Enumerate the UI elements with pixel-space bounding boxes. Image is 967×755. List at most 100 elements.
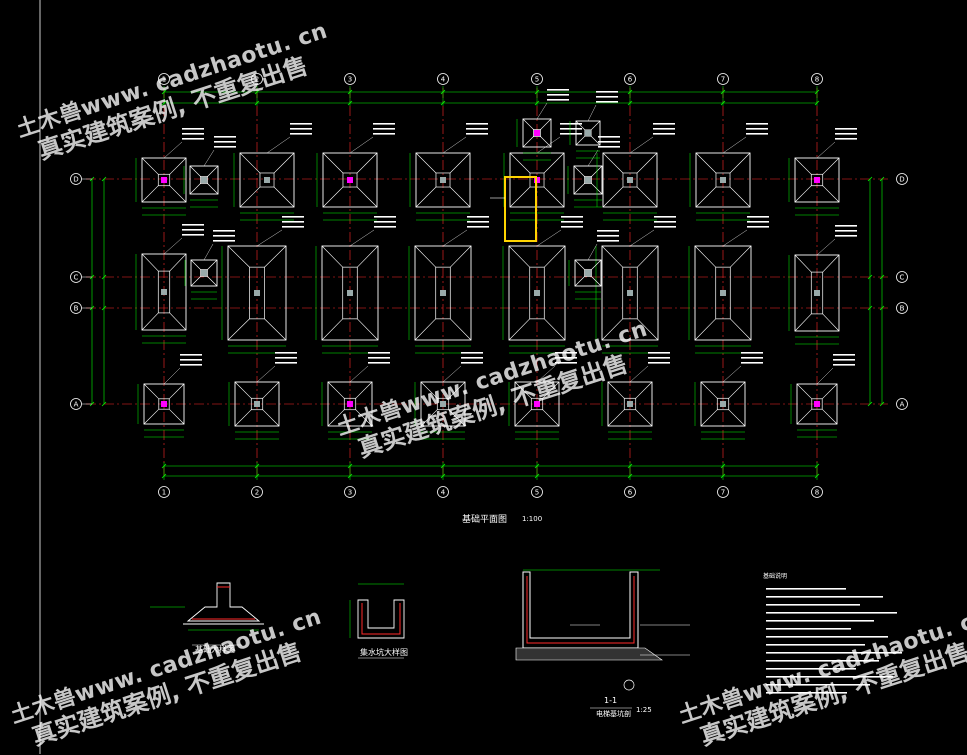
- footing-leader: [536, 229, 562, 247]
- note-line: [766, 620, 874, 622]
- footing-slope-line: [635, 409, 653, 427]
- footing-tag-text: [597, 240, 619, 242]
- footing: [788, 128, 857, 216]
- axis-bubble-label: 6: [628, 76, 633, 84]
- footing-tag-text: [275, 352, 297, 354]
- column: [347, 177, 353, 183]
- footing-leader: [163, 141, 183, 159]
- column: [534, 290, 540, 296]
- footing: [135, 128, 204, 216]
- footing-tag-text: [290, 128, 312, 130]
- footing: [569, 91, 618, 159]
- footing-tag-text: [835, 230, 857, 232]
- axis-bubble-label: D: [899, 176, 904, 184]
- footing: [688, 216, 769, 354]
- footing-slope-line: [509, 186, 531, 208]
- footing-tag-text: [835, 128, 857, 130]
- axis-bubble-B: [70, 302, 82, 314]
- footing-leader: [349, 136, 374, 154]
- footing: [221, 216, 304, 354]
- footing-pedestal: [342, 266, 358, 320]
- footing: [516, 89, 569, 161]
- axis-bubble-label: 5: [535, 76, 539, 84]
- note-line: [766, 692, 847, 694]
- footing-pedestal: [530, 397, 544, 411]
- footing-slope-line: [273, 186, 295, 208]
- footing-slope-line: [794, 254, 812, 273]
- footing-tag-text: [368, 357, 390, 359]
- footing-pedestal: [435, 266, 451, 320]
- footing-tag-text: [213, 235, 235, 237]
- footing-slope-line: [141, 185, 159, 203]
- column: [585, 130, 591, 136]
- footing-leader: [722, 229, 748, 247]
- footing-slope-line: [322, 186, 344, 208]
- footing-pedestal: [622, 266, 638, 320]
- footing-slope-line: [635, 381, 653, 399]
- footing-slope-line: [514, 381, 532, 399]
- footing-slope-line: [821, 383, 838, 400]
- footing-slope-line: [822, 157, 840, 175]
- footing-slope-line: [542, 409, 560, 427]
- footing-tag-text: [282, 221, 304, 223]
- section-base-hatch: [515, 647, 663, 661]
- axis-bubble-4: [437, 73, 449, 85]
- elevator-pit-highlight: [504, 176, 537, 242]
- axis-bubble-label: 4: [441, 489, 446, 497]
- footing-tag-text: [746, 133, 768, 135]
- axis-bubble-C: [70, 271, 82, 283]
- footing-tag-text: [467, 221, 489, 223]
- dimension-tick: [867, 401, 873, 407]
- note-line: [766, 612, 897, 614]
- axis-bubble-C: [896, 271, 908, 283]
- footing-leader: [163, 237, 183, 255]
- footing-leader: [587, 243, 598, 261]
- footing-slope-line: [695, 152, 717, 174]
- column: [440, 401, 446, 407]
- section-rebar: [526, 576, 635, 644]
- footing-slope-line: [700, 381, 718, 399]
- footing-slope-line: [234, 381, 252, 399]
- footing-tag-text: [466, 133, 488, 135]
- footing-pedestal: [157, 270, 171, 314]
- footing-slope-line: [356, 186, 378, 208]
- axis-bubble-label: 7: [721, 76, 725, 84]
- footing-slope-line: [264, 318, 287, 341]
- axis-bubble-4: [437, 486, 449, 498]
- axis-bubble-8: [811, 73, 823, 85]
- footing: [315, 216, 396, 354]
- footing-tag-text: [741, 352, 763, 354]
- note-line: [766, 636, 888, 638]
- footing-leader: [349, 365, 369, 383]
- footing-pedestal: [584, 129, 592, 137]
- axis-bubble-label: 3: [348, 489, 352, 497]
- footing-tag-text: [560, 123, 582, 125]
- footing-slope-line: [450, 318, 472, 341]
- footing-tag-text: [560, 128, 582, 130]
- footing: [183, 136, 236, 208]
- footing-slope-line: [169, 157, 187, 175]
- note-line: [766, 652, 902, 654]
- footing-tag-text: [373, 128, 395, 130]
- footing-slope-line: [590, 135, 601, 146]
- footing-leader: [629, 365, 649, 383]
- footing-slope-line: [327, 381, 345, 399]
- footing-tag-text: [653, 128, 675, 130]
- footing: [568, 230, 619, 300]
- footing-detail-title: 基础大样图: [195, 644, 235, 654]
- note-line: [766, 660, 879, 662]
- footing-leader: [536, 365, 556, 383]
- footing-pedestal: [584, 176, 592, 184]
- footing-slope-line: [448, 409, 466, 427]
- footing-tag-text: [374, 221, 396, 223]
- footing-slope-line: [543, 152, 565, 174]
- footing-tag-text: [547, 99, 569, 101]
- column: [627, 401, 633, 407]
- axis-bubble-3: [344, 73, 356, 85]
- footing: [184, 230, 235, 300]
- note-line: [766, 588, 846, 590]
- footing-slope-line: [239, 152, 261, 174]
- footing-pedestal: [810, 271, 824, 315]
- footing-tag-text: [835, 133, 857, 135]
